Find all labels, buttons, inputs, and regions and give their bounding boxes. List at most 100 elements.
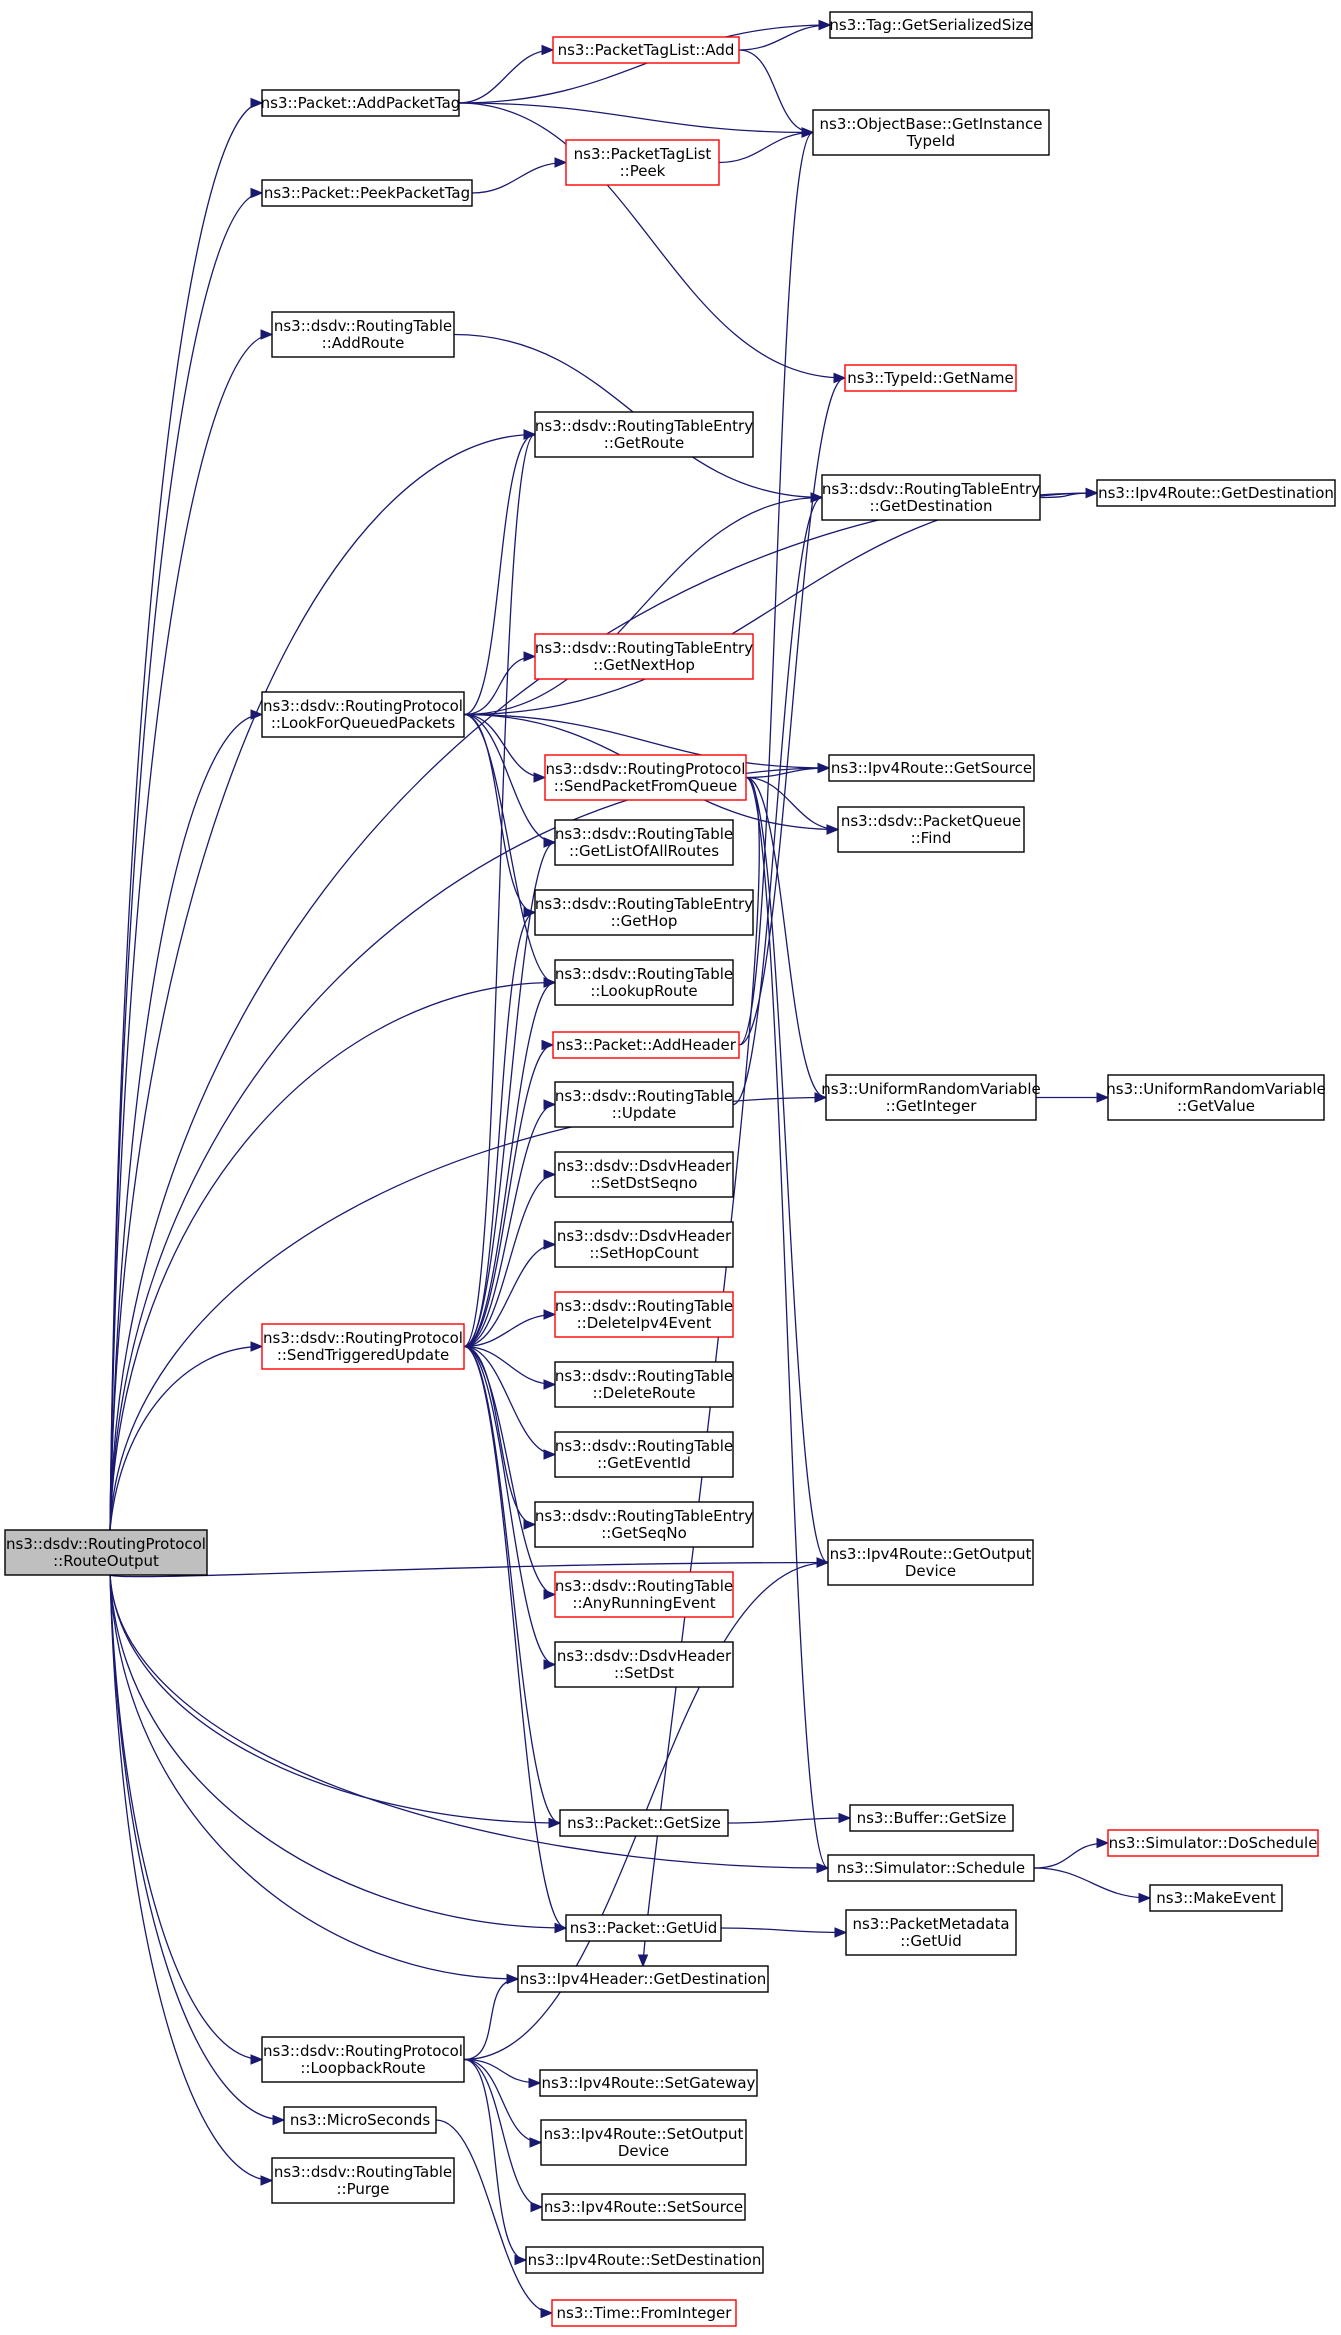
node-box[interactable] xyxy=(829,11,1033,39)
node-urv-get-integer[interactable]: ns3::UniformRandomVariable::GetInteger xyxy=(821,1074,1041,1121)
node-rt-purge[interactable]: ns3::dsdv::RoutingTable::Purge xyxy=(271,2157,455,2204)
node-hdr-set-dst-seqno[interactable]: ns3::dsdv::DsdvHeader::SetDstSeqno xyxy=(554,1151,734,1198)
node-rt-add-route[interactable]: ns3::dsdv::RoutingTable::AddRoute xyxy=(271,311,455,358)
node-rte-get-destination[interactable]: ns3::dsdv::RoutingTableEntry::GetDestina… xyxy=(821,474,1041,521)
node-box[interactable] xyxy=(565,139,720,186)
node-box[interactable] xyxy=(849,1804,1014,1832)
node-box[interactable] xyxy=(261,2036,465,2083)
node-make-event[interactable]: ns3::MakeEvent xyxy=(1149,1884,1283,1912)
node-box[interactable] xyxy=(534,889,754,936)
node-box[interactable] xyxy=(827,1854,1035,1882)
node-ipv4r-get-source[interactable]: ns3::Ipv4Route::GetSource xyxy=(828,754,1035,782)
node-rt-update[interactable]: ns3::dsdv::RoutingTable::Update xyxy=(554,1081,734,1128)
node-add-packet-tag[interactable]: ns3::Packet::AddPacketTag xyxy=(261,89,461,117)
node-box[interactable] xyxy=(539,2069,758,2097)
node-hdr-set-hop-count[interactable]: ns3::dsdv::DsdvHeader::SetHopCount xyxy=(554,1221,734,1268)
node-sim-schedule[interactable]: ns3::Simulator::Schedule xyxy=(827,1854,1035,1882)
node-rt-delete-ipv4-event[interactable]: ns3::dsdv::RoutingTable::DeleteIpv4Event xyxy=(554,1291,734,1338)
node-box[interactable] xyxy=(812,109,1050,156)
node-box[interactable] xyxy=(261,1323,465,1370)
node-box[interactable] xyxy=(844,364,1017,392)
node-packet-get-size[interactable]: ns3::Packet::GetSize xyxy=(559,1809,729,1837)
node-tag-get-serialized[interactable]: ns3::Tag::GetSerializedSize xyxy=(829,11,1033,39)
node-box[interactable] xyxy=(525,2246,764,2274)
node-box[interactable] xyxy=(565,1914,722,1942)
node-box[interactable] xyxy=(825,1074,1037,1121)
node-box[interactable] xyxy=(517,1965,769,1993)
node-packet-get-uid[interactable]: ns3::Packet::GetUid xyxy=(565,1914,722,1942)
node-box[interactable] xyxy=(552,1031,740,1059)
node-box[interactable] xyxy=(544,754,747,801)
node-box[interactable] xyxy=(554,1641,734,1688)
node-box[interactable] xyxy=(551,2299,737,2327)
node-box[interactable] xyxy=(271,311,455,358)
node-ptl-peek[interactable]: ns3::PacketTagList::Peek xyxy=(565,139,720,186)
node-ipv4r-set-gateway[interactable]: ns3::Ipv4Route::SetGateway xyxy=(539,2069,758,2097)
node-rt-delete-route[interactable]: ns3::dsdv::RoutingTable::DeleteRoute xyxy=(554,1361,734,1408)
node-box[interactable] xyxy=(261,691,465,738)
node-box[interactable] xyxy=(1107,1829,1319,1857)
node-add-header[interactable]: ns3::Packet::AddHeader xyxy=(552,1031,740,1059)
node-box[interactable] xyxy=(283,2106,437,2134)
node-rte-get-route[interactable]: ns3::dsdv::RoutingTableEntry::GetRoute xyxy=(534,411,754,458)
node-box[interactable] xyxy=(554,1291,734,1338)
node-box[interactable] xyxy=(821,474,1041,521)
node-pmeta-get-uid[interactable]: ns3::PacketMetadata::GetUid xyxy=(845,1909,1017,1956)
node-box[interactable] xyxy=(554,959,734,1006)
node-hdr-set-dst[interactable]: ns3::dsdv::DsdvHeader::SetDst xyxy=(554,1641,734,1688)
node-box[interactable] xyxy=(541,2193,746,2221)
node-ipv4r-set-source[interactable]: ns3::Ipv4Route::SetSource xyxy=(541,2193,746,2221)
node-urv-get-value[interactable]: ns3::UniformRandomVariable::GetValue xyxy=(1106,1074,1326,1121)
node-look-for-queued[interactable]: ns3::dsdv::RoutingProtocol::LookForQueue… xyxy=(261,691,465,738)
node-box[interactable] xyxy=(534,1501,754,1548)
node-box[interactable] xyxy=(4,1529,208,1576)
node-ipv4r-get-destination[interactable]: ns3::Ipv4Route::GetDestination xyxy=(1096,479,1336,507)
node-box[interactable] xyxy=(540,2119,747,2166)
node-micro-seconds[interactable]: ns3::MicroSeconds xyxy=(283,2106,437,2134)
node-box[interactable] xyxy=(534,633,754,680)
node-rt-any-running[interactable]: ns3::dsdv::RoutingTable::AnyRunningEvent xyxy=(554,1571,734,1618)
node-box[interactable] xyxy=(554,1571,734,1618)
node-send-triggered[interactable]: ns3::dsdv::RoutingProtocol::SendTriggere… xyxy=(261,1323,465,1370)
node-rt-get-event-id[interactable]: ns3::dsdv::RoutingTable::GetEventId xyxy=(554,1431,734,1478)
node-box[interactable] xyxy=(261,179,473,207)
node-peek-packet-tag[interactable]: ns3::Packet::PeekPacketTag xyxy=(261,179,473,207)
node-ipv4r-set-dest[interactable]: ns3::Ipv4Route::SetDestination xyxy=(525,2246,764,2274)
node-box[interactable] xyxy=(554,1221,734,1268)
node-box[interactable] xyxy=(1096,479,1336,507)
node-sim-do-schedule[interactable]: ns3::Simulator::DoSchedule xyxy=(1107,1829,1319,1857)
node-box[interactable] xyxy=(837,806,1025,853)
node-box[interactable] xyxy=(845,1909,1017,1956)
node-box[interactable] xyxy=(271,2157,455,2204)
node-box[interactable] xyxy=(554,819,734,866)
node-box[interactable] xyxy=(554,1431,734,1478)
node-box[interactable] xyxy=(261,89,460,117)
node-box[interactable] xyxy=(554,1361,734,1408)
node-typeid-get-name[interactable]: ns3::TypeId::GetName xyxy=(844,364,1017,392)
node-send-from-queue[interactable]: ns3::dsdv::RoutingProtocol::SendPacketFr… xyxy=(544,754,747,801)
node-box[interactable] xyxy=(1107,1074,1325,1121)
node-box[interactable] xyxy=(1149,1884,1283,1912)
node-time-from-integer[interactable]: ns3::Time::FromInteger xyxy=(551,2299,737,2327)
node-box[interactable] xyxy=(559,1809,729,1837)
node-loopback-route[interactable]: ns3::dsdv::RoutingProtocol::LoopbackRout… xyxy=(261,2036,465,2083)
node-box[interactable] xyxy=(534,411,754,458)
node-box[interactable] xyxy=(827,1539,1034,1586)
node-rt-get-list[interactable]: ns3::dsdv::RoutingTable::GetListOfAllRou… xyxy=(554,819,734,866)
node-box[interactable] xyxy=(552,36,740,64)
node-rte-get-seq-no[interactable]: ns3::dsdv::RoutingTableEntry::GetSeqNo xyxy=(534,1501,754,1548)
node-pq-find[interactable]: ns3::dsdv::PacketQueue::Find xyxy=(837,806,1025,853)
node-box[interactable] xyxy=(554,1081,734,1128)
node-rte-get-hop[interactable]: ns3::dsdv::RoutingTableEntry::GetHop xyxy=(534,889,754,936)
node-route-output[interactable]: ns3::dsdv::RoutingProtocol::RouteOutput xyxy=(4,1529,208,1576)
node-ptl-add[interactable]: ns3::PacketTagList::Add xyxy=(552,36,740,64)
node-box[interactable] xyxy=(828,754,1035,782)
node-rte-get-next-hop[interactable]: ns3::dsdv::RoutingTableEntry::GetNextHop xyxy=(534,633,754,680)
node-buffer-get-size[interactable]: ns3::Buffer::GetSize xyxy=(849,1804,1014,1832)
node-box[interactable] xyxy=(554,1151,734,1198)
node-ipv4hdr-get-dest[interactable]: ns3::Ipv4Header::GetDestination xyxy=(517,1965,769,1993)
node-rt-lookup[interactable]: ns3::dsdv::RoutingTable::LookupRoute xyxy=(554,959,734,1006)
